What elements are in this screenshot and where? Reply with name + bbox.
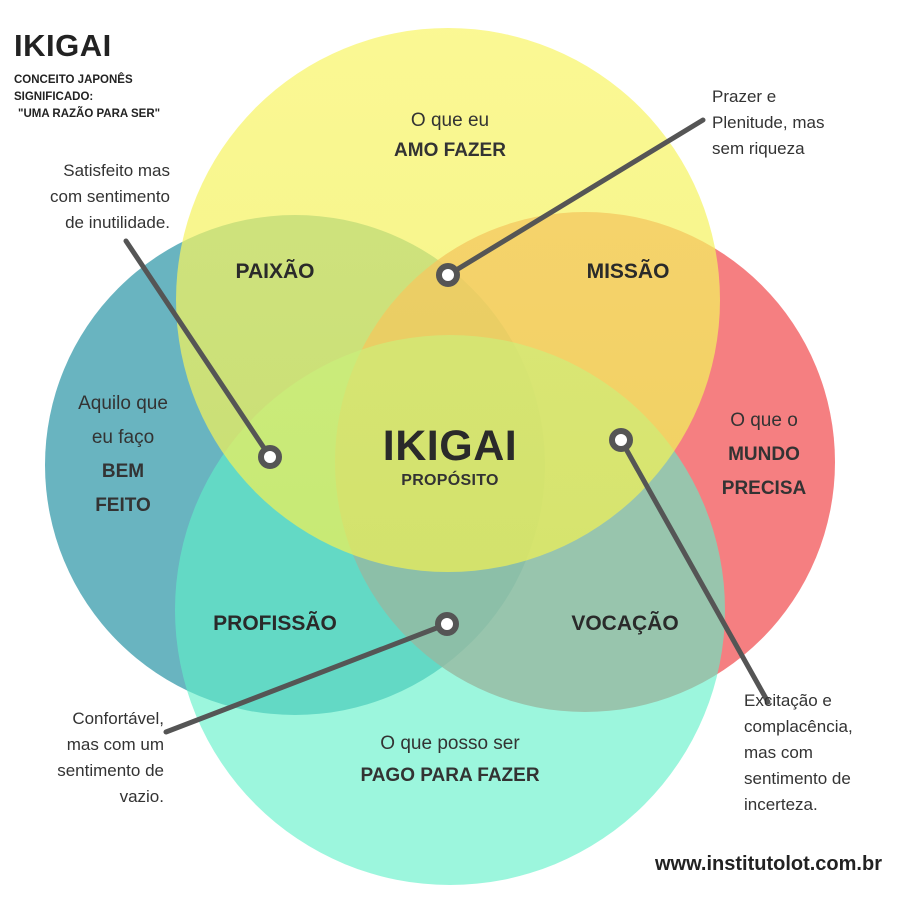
good-label-line-4: FEITO [95, 495, 151, 516]
pointer-line-bottom-left [163, 621, 450, 735]
note-bottom-left: Confortável, mas com um sentimento de va… [10, 706, 164, 810]
area-mission: MISSÃO [586, 260, 670, 283]
paid-label: O que posso ser PAGO PARA FAZER [300, 728, 600, 792]
note-top-left-line-3: de inutilidade. [65, 213, 170, 232]
page-title: IKIGAI [14, 28, 112, 63]
subtitle-line-1: CONCEITO JAPONÊS [14, 74, 133, 86]
marker-top-center [436, 263, 460, 287]
good-label-line-1: Aquilo que [78, 393, 168, 414]
note-top-right-line-3: sem riqueza [712, 139, 805, 158]
note-bottom-left-line-1: Confortável, [72, 709, 164, 728]
paid-label-line-1: O que posso ser [380, 733, 520, 754]
pointer-line-top-left [123, 238, 273, 460]
note-top-right-line-2: Plenitude, mas [712, 113, 825, 132]
center-subtitle: PROPÓSITO [401, 472, 499, 489]
center-title: IKIGAI [382, 422, 518, 470]
note-bottom-right-line-5: incerteza. [744, 795, 818, 814]
pointer-line-bottom-right [618, 437, 771, 705]
good-label: Aquilo que eu faço BEM FEITO [58, 387, 188, 523]
circle-love [176, 28, 720, 572]
note-bottom-right-line-4: sentimento de [744, 769, 851, 788]
marker-bottom-center [435, 612, 459, 636]
area-profession: PROFISSÃO [213, 612, 337, 635]
subtitle-line-3: "UMA RAZÃO PARA SER" [18, 108, 161, 120]
note-bottom-left-line-3: sentimento de [57, 761, 164, 780]
note-top-left: Satisfeito mas com sentimento de inutili… [10, 158, 170, 236]
note-top-right-line-1: Prazer e [712, 87, 777, 106]
pointer-line-top-right [445, 117, 706, 278]
world-label-line-2: MUNDO [728, 444, 800, 465]
world-label-line-1: O que o [730, 410, 798, 431]
area-passion: PAIXÃO [235, 260, 315, 283]
marker-right [609, 428, 633, 452]
marker-left [258, 445, 282, 469]
note-bottom-right-line-2: complacência, [744, 717, 853, 736]
note-bottom-right-line-3: mas com [744, 743, 813, 762]
area-vocation: VOCAÇÃO [571, 612, 679, 635]
note-bottom-left-line-4: vazio. [119, 787, 164, 806]
note-top-right: Prazer e Plenitude, mas sem riqueza [712, 84, 824, 162]
note-top-left-line-2: com sentimento [50, 187, 170, 206]
love-label: O que eu AMO FAZER [350, 106, 550, 166]
note-bottom-left-line-2: mas com um [66, 735, 164, 754]
note-bottom-right: Excitação e complacência, mas com sentim… [744, 688, 853, 818]
paid-label-line-2: PAGO PARA FAZER [360, 765, 540, 786]
love-label-line-1: O que eu [410, 110, 490, 131]
website-link[interactable]: www.institutolot.com.br [654, 853, 882, 875]
note-top-left-line-1: Satisfeito mas [63, 161, 170, 180]
subtitle-line-2: SIGNIFICADO: [14, 91, 94, 103]
love-label-line-2: AMO FAZER [394, 140, 506, 161]
world-label: O que o MUNDO PRECISA [700, 404, 828, 506]
good-label-line-3: BEM [101, 461, 145, 482]
note-bottom-right-line-1: Excitação e [744, 691, 832, 710]
world-label-line-3: PRECISA [721, 478, 807, 499]
good-label-line-2: eu faço [91, 427, 155, 448]
header: IKIGAI CONCEITO JAPONÊS SIGNIFICADO: "UM… [14, 28, 160, 123]
